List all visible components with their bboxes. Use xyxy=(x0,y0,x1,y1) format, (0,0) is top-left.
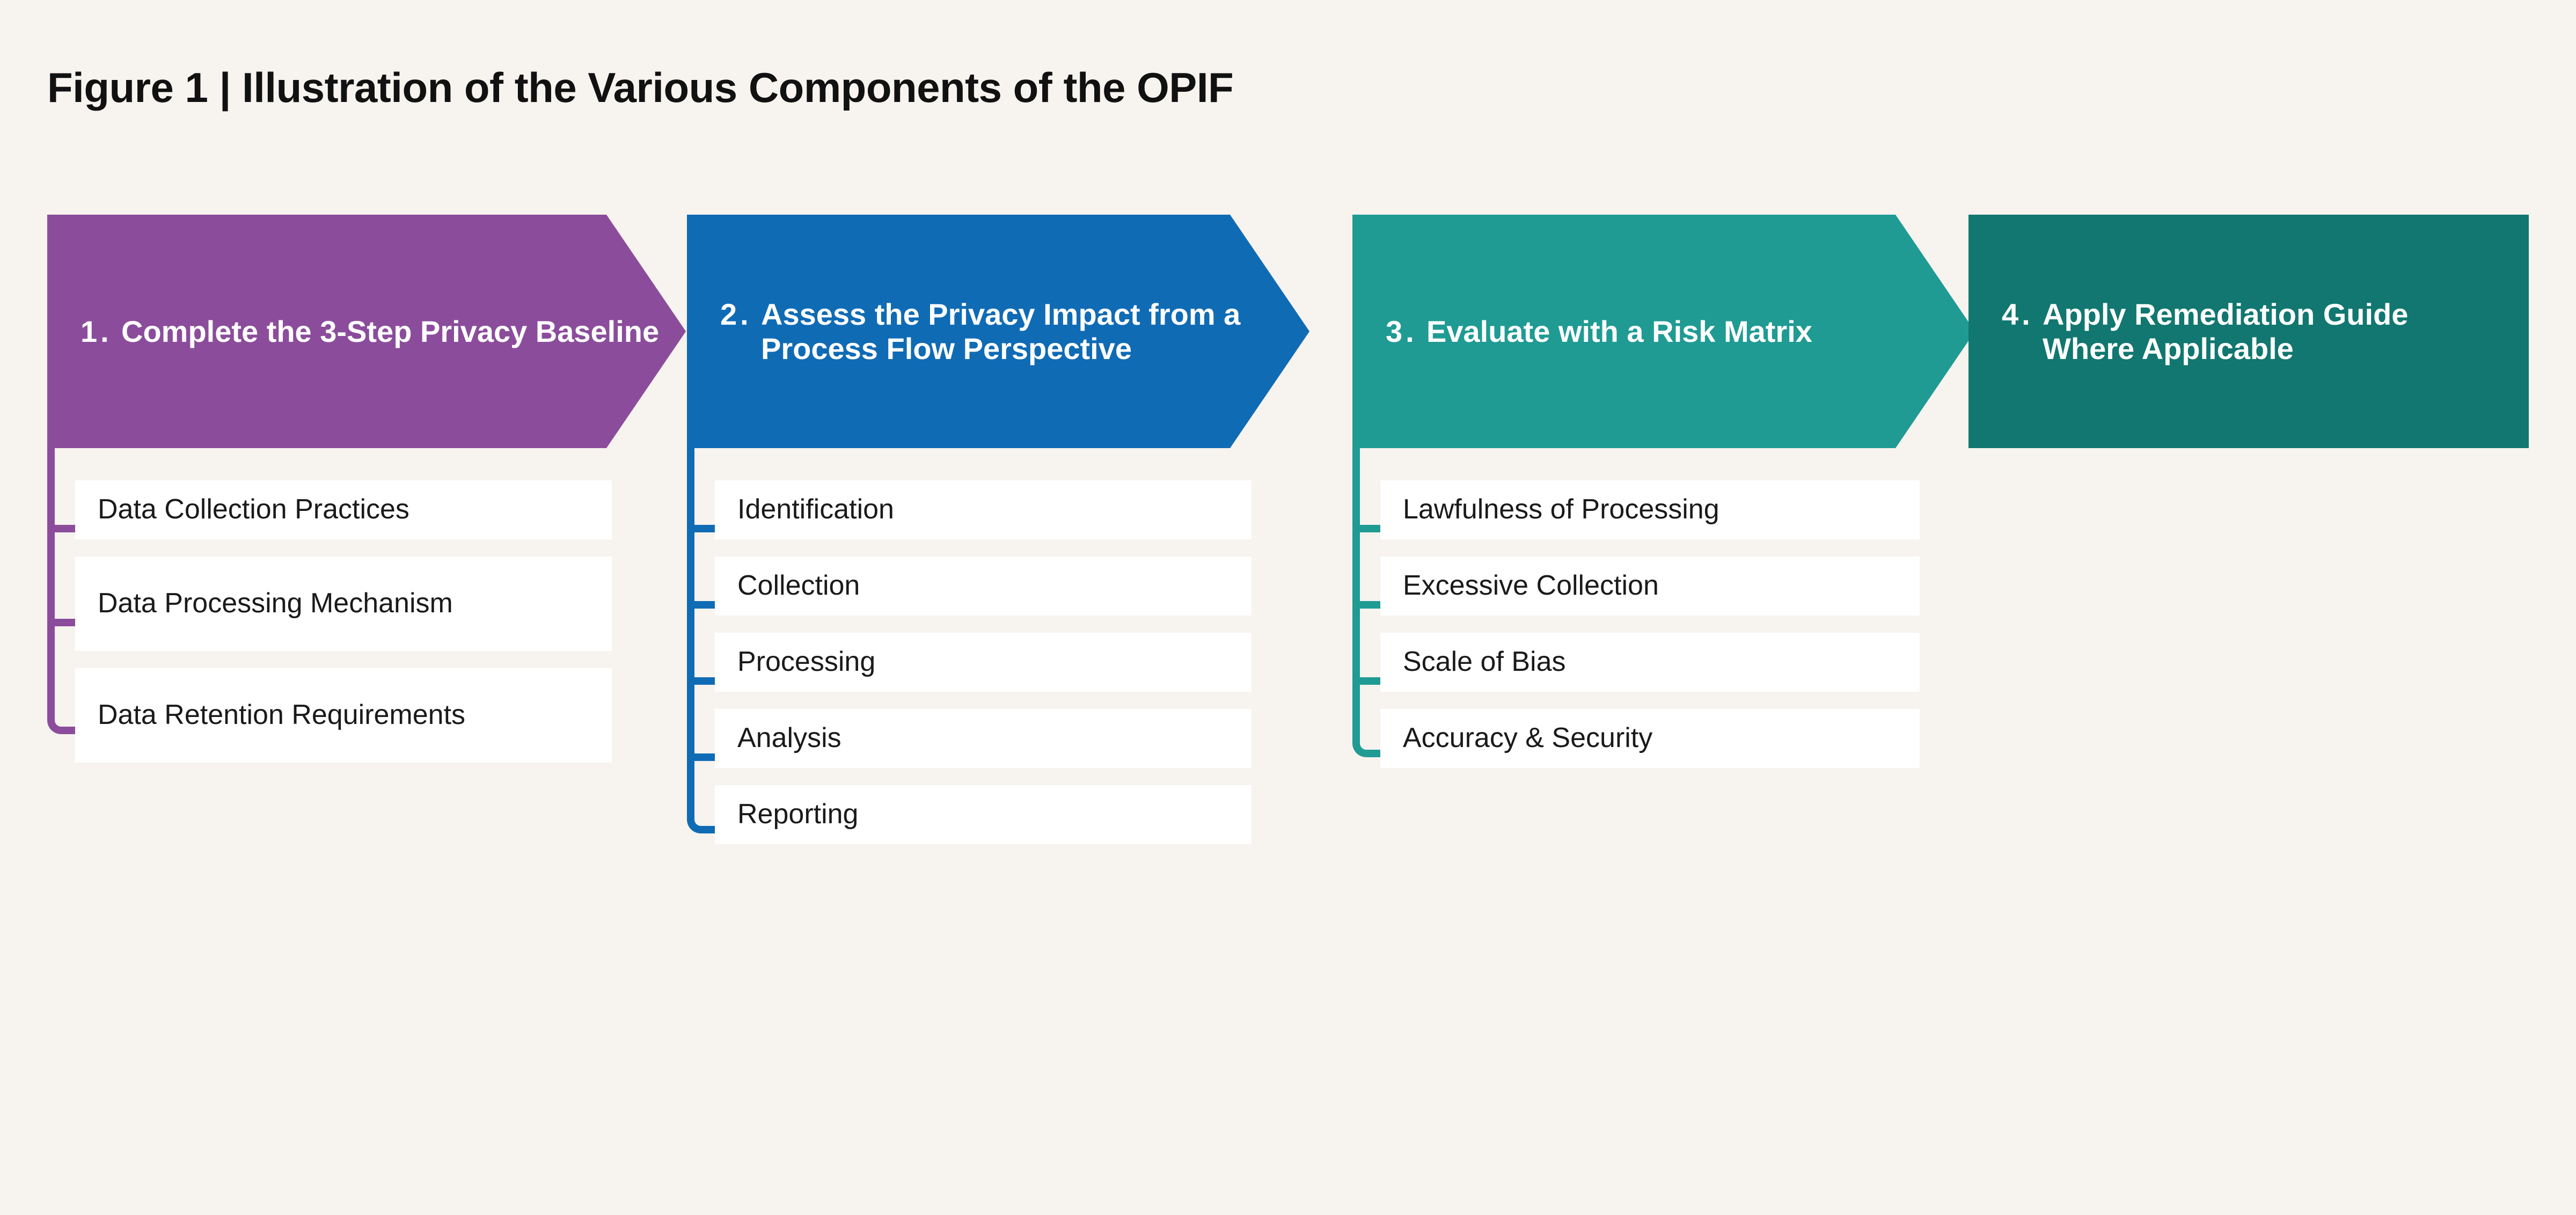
item-card-label: Identification xyxy=(737,494,894,525)
stage-header-1-content: 1. Complete the 3-Step Privacy Baseline xyxy=(47,314,680,348)
stage-number-2: 2. xyxy=(720,297,752,332)
stage-column-1: 1. Complete the 3-Step Privacy Baseline … xyxy=(47,215,686,763)
stage-header-3-content: 3. Evaluate with a Risk Matrix xyxy=(1352,314,1834,348)
connector-stub xyxy=(47,619,76,626)
item-card[interactable]: Lawfulness of Processing xyxy=(1380,480,1920,539)
connector-elbow xyxy=(47,702,76,734)
item-card[interactable]: Accuracy & Security xyxy=(1380,709,1920,768)
item-card-label: Data Retention Requirements xyxy=(98,699,466,731)
item-card-label: Processing xyxy=(737,646,876,678)
connector-stub xyxy=(1352,677,1381,685)
item-card-label: Excessive Collection xyxy=(1403,570,1659,602)
connector-rail-3 xyxy=(1352,448,1381,757)
stage-column-3: 3. Evaluate with a Risk Matrix Lawfulnes… xyxy=(1352,215,1975,768)
stage-number-3: 3. xyxy=(1386,314,1417,348)
connector-stub xyxy=(1352,601,1381,609)
stage-number-1: 1. xyxy=(80,314,112,348)
stage-header-4-content: 4. Apply Remediation Guide Where Applica… xyxy=(1968,297,2529,365)
connector-stub xyxy=(687,753,716,761)
connector-rail-2 xyxy=(687,448,716,833)
item-card-label: Lawfulness of Processing xyxy=(1403,494,1719,525)
connector-stub xyxy=(1352,525,1381,532)
item-card[interactable]: Reporting xyxy=(715,785,1252,844)
page-title: Figure 1 | Illustration of the Various C… xyxy=(47,64,1234,111)
item-card-label: Data Collection Practices xyxy=(98,494,409,525)
stage-number-4: 4. xyxy=(2002,297,2033,332)
item-card[interactable]: Data Retention Requirements xyxy=(75,668,612,763)
item-card[interactable]: Processing xyxy=(715,633,1252,692)
connector-stub xyxy=(687,525,716,532)
item-card[interactable]: Data Collection Practices xyxy=(75,480,612,539)
connector-rail-1 xyxy=(47,448,76,734)
stage-title-1: Complete the 3-Step Privacy Baseline xyxy=(121,314,660,348)
stage-column-2: 2. Assess the Privacy Impact from a Proc… xyxy=(687,215,1309,844)
item-card-label: Data Processing Mechanism xyxy=(98,588,453,619)
connector-stub xyxy=(687,677,716,685)
item-card[interactable]: Scale of Bias xyxy=(1380,633,1920,692)
item-card[interactable]: Excessive Collection xyxy=(1380,557,1920,616)
stage-header-3[interactable]: 3. Evaluate with a Risk Matrix xyxy=(1352,215,1975,448)
stage-title-2: Assess the Privacy Impact from a Process… xyxy=(761,297,1241,365)
connector-stub xyxy=(687,601,716,609)
connector-elbow xyxy=(687,801,716,833)
item-card-label: Scale of Bias xyxy=(1403,646,1566,678)
item-card-label: Reporting xyxy=(737,799,859,830)
item-card[interactable]: Data Processing Mechanism xyxy=(75,557,612,651)
item-card-label: Collection xyxy=(737,570,860,602)
stage-column-4: 4. Apply Remediation Guide Where Applica… xyxy=(1968,215,2529,448)
stage-header-2[interactable]: 2. Assess the Privacy Impact from a Proc… xyxy=(687,215,1309,448)
stage-header-4[interactable]: 4. Apply Remediation Guide Where Applica… xyxy=(1968,215,2529,448)
item-card[interactable]: Collection xyxy=(715,557,1252,616)
item-card[interactable]: Analysis xyxy=(715,709,1252,768)
stage-title-3: Evaluate with a Risk Matrix xyxy=(1426,314,1812,348)
connector-stub xyxy=(47,525,76,532)
stage-title-4: Apply Remediation Guide Where Applicable xyxy=(2043,297,2409,365)
item-card-label: Analysis xyxy=(737,722,841,754)
stage-header-1[interactable]: 1. Complete the 3-Step Privacy Baseline xyxy=(47,215,686,448)
item-card[interactable]: Identification xyxy=(715,480,1252,539)
connector-elbow xyxy=(1352,725,1381,757)
item-card-label: Accuracy & Security xyxy=(1403,722,1653,754)
stage-header-2-content: 2. Assess the Privacy Impact from a Proc… xyxy=(687,297,1309,365)
